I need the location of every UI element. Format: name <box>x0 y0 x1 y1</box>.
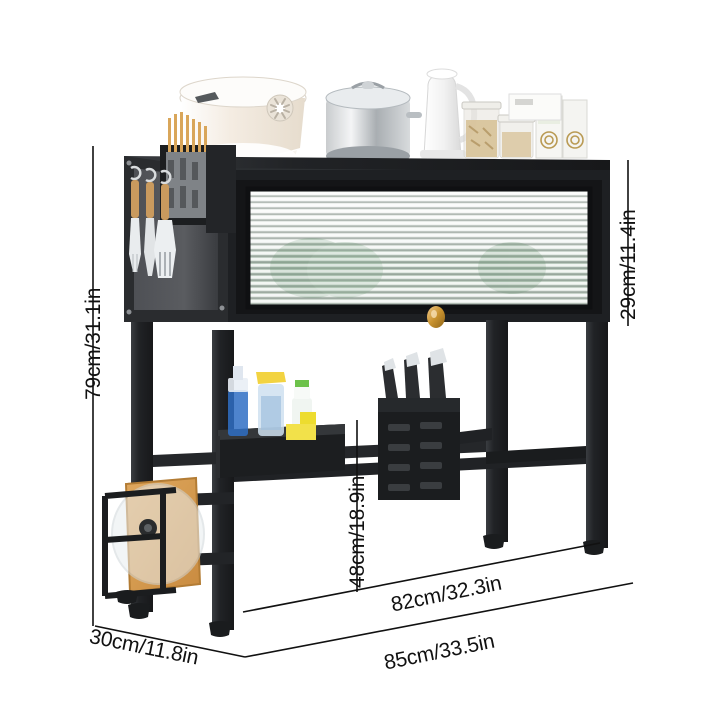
steel-pot-icon <box>325 81 422 166</box>
dimension-label-under-shelf-height: 48cm/18.9in <box>346 475 369 588</box>
cleaning-supplies-icon <box>228 366 316 440</box>
grain-jar-icon <box>461 101 502 159</box>
top-shelf-items <box>179 68 588 169</box>
dim-line-outer-width <box>244 582 634 658</box>
dim-line-inner-width <box>242 542 601 613</box>
knife-block-holder <box>378 348 492 500</box>
package-boxes-icon <box>508 93 588 159</box>
dimension-label-total-height: 79cm/31.1in <box>82 287 105 400</box>
leg-front-right <box>486 320 508 542</box>
leg-back-right <box>586 322 608 548</box>
dimension-label-cabinet-height: 29cm/11.4in <box>617 209 640 320</box>
side-utensil-panel <box>124 112 236 322</box>
dimension-lines <box>92 146 634 658</box>
knives-icon <box>382 348 447 398</box>
food-container-icon <box>497 114 536 159</box>
leg-back-left <box>212 330 234 630</box>
rack-frame <box>102 112 610 637</box>
cabinet-door-knob[interactable] <box>427 306 445 328</box>
cabinet-glass-door[interactable] <box>245 186 593 310</box>
dim-line-depth <box>94 625 246 658</box>
board-and-lid-holder <box>102 476 205 604</box>
hanging-utensils-icon <box>129 165 176 278</box>
